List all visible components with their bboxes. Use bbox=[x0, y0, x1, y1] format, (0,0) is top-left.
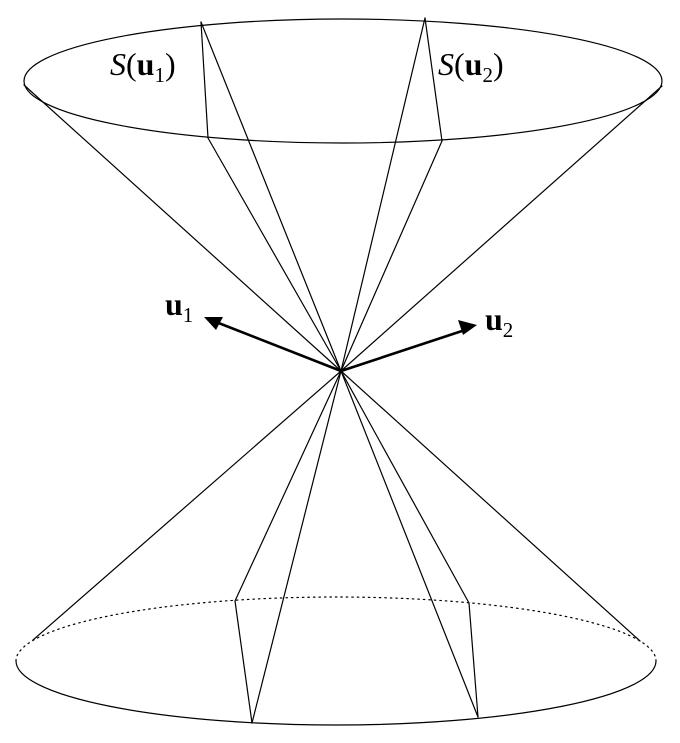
vector-u1-arrow bbox=[204, 317, 343, 373]
label-s-u1-subscript: 1 bbox=[154, 63, 165, 87]
lower-cone-right-edge bbox=[340, 370, 641, 642]
s2-lower-front-edge bbox=[340, 370, 479, 718]
label-u1: u1 bbox=[165, 286, 193, 327]
label-s-u2-subscript: 2 bbox=[482, 63, 493, 87]
label-s-u1: S(u1) bbox=[110, 46, 176, 87]
lower-cone-rim-front bbox=[15, 660, 657, 726]
label-s-u2-open-paren: ( bbox=[454, 46, 465, 82]
vector-u2-arrow bbox=[339, 320, 477, 373]
label-s-u2-vector: u bbox=[465, 46, 483, 82]
s1-upper-rim-edge bbox=[200, 21, 209, 139]
s1-upper-back-edge bbox=[200, 21, 342, 372]
s2-upper-front-edge bbox=[340, 140, 443, 372]
s1-lower-front-edge bbox=[251, 370, 342, 724]
label-u2: u2 bbox=[485, 301, 513, 342]
label-u2-subscript: 2 bbox=[503, 318, 514, 342]
label-s-u2-close-paren: ) bbox=[493, 46, 504, 82]
s1-lower-back-edge bbox=[234, 370, 342, 602]
label-u2-vector: u bbox=[485, 301, 503, 337]
upper-cone-right-edge bbox=[340, 85, 663, 372]
s2-upper-rim-edge bbox=[424, 17, 443, 142]
label-s-u1-close-paren: ) bbox=[165, 46, 176, 82]
label-s-u1-func: S bbox=[110, 46, 126, 82]
upper-cone-left-edge bbox=[23, 84, 342, 372]
lower-cone-rim-back bbox=[15, 596, 657, 662]
label-s-u2: S(u2) bbox=[438, 46, 504, 87]
label-s-u2-func: S bbox=[438, 46, 454, 82]
label-s-u1-vector: u bbox=[137, 46, 155, 82]
s2-upper-back-edge bbox=[340, 17, 426, 372]
s2-lower-back-edge bbox=[340, 370, 470, 604]
label-u1-vector: u bbox=[165, 286, 183, 322]
s1-upper-front-edge bbox=[207, 137, 342, 372]
upper-cone-rim bbox=[23, 18, 663, 144]
lower-cone-left-edge bbox=[32, 370, 342, 641]
s1-lower-rim-edge bbox=[234, 600, 253, 724]
label-u1-subscript: 1 bbox=[183, 303, 194, 327]
s2-lower-rim-edge bbox=[468, 602, 479, 718]
label-s-u1-open-paren: ( bbox=[126, 46, 137, 82]
